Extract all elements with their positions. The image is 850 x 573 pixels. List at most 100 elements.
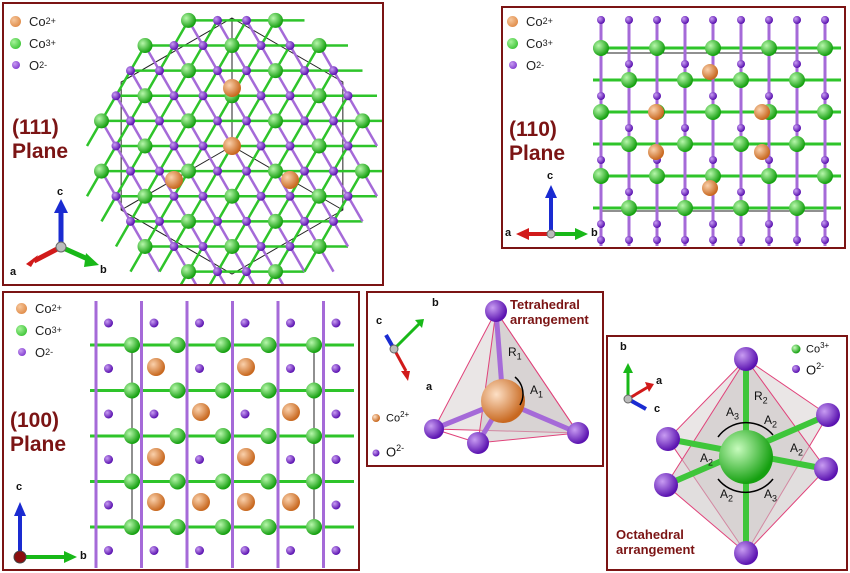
co2-atom (282, 493, 300, 511)
co3-atom (181, 213, 196, 229)
oxygen-atom (681, 188, 689, 196)
plane-label: (100) Plane (10, 409, 67, 456)
co2-atom (237, 358, 255, 376)
oxygen-atom (793, 124, 801, 132)
oxygen-atom (195, 364, 204, 373)
oxygen-atom (126, 216, 135, 226)
oxygen-atom (169, 91, 179, 101)
oxygen-atom (198, 141, 208, 151)
atom-lattice (94, 12, 370, 280)
co3-icon (791, 344, 801, 354)
oxygen-atom (793, 236, 801, 244)
co3-atom (224, 38, 240, 54)
oxygen-atom (169, 41, 179, 51)
oxygen-icon (12, 61, 20, 69)
co3-atom (137, 88, 153, 104)
oxygen-atom (111, 91, 121, 101)
oxygen-atom (709, 236, 717, 244)
angle-label-a3-bottom: A3 (764, 487, 778, 504)
co3-atom (215, 428, 231, 444)
oxygen-atom (242, 116, 251, 126)
co3-atom (137, 238, 153, 254)
co3-atom (649, 168, 665, 184)
co3-atom (215, 337, 231, 353)
oxygen-atom (709, 220, 717, 228)
co2-atom (648, 144, 664, 160)
oxygen-atom (149, 318, 159, 328)
oxygen-atom (240, 546, 250, 555)
co3-atom (268, 113, 283, 129)
co3-atom (306, 473, 322, 490)
oxygen-atom (343, 91, 353, 101)
oxygen-atom (198, 241, 208, 251)
oxygen-atom (286, 455, 295, 464)
atom-lattice (104, 318, 341, 555)
co3-atom (169, 428, 186, 444)
oxygen-atom (331, 364, 341, 373)
oxygen-atom (734, 347, 758, 371)
panel-tetrahedral: Tetrahedral arrangement R1 A1 b c a Co2+… (366, 291, 604, 467)
co3-atom (181, 163, 196, 179)
co3-atom (169, 382, 186, 399)
oxygen-atom (816, 403, 840, 427)
co3-atom (705, 104, 721, 120)
oxygen-atom (656, 427, 680, 451)
oxygen-atom (195, 318, 204, 328)
oxygen-atom (814, 457, 838, 481)
oxygen-icon (372, 449, 380, 457)
oxygen-atom (300, 66, 309, 76)
oxygen-atom (793, 188, 801, 196)
oxygen-atom (737, 60, 745, 68)
oxygen-icon (792, 365, 800, 373)
oxygen-atom (709, 92, 717, 100)
co2-atom (702, 180, 718, 196)
oxygen-atom (329, 166, 338, 176)
oxygen-atom (169, 141, 179, 151)
oxygen-atom (737, 236, 745, 244)
co3-atom (268, 264, 283, 280)
co3-atom (311, 188, 327, 204)
co2-icon (372, 414, 380, 422)
oxygen-atom (765, 92, 773, 100)
legend-co2-label: Co2+ (386, 410, 410, 425)
co3-atom (789, 72, 805, 88)
angle-label-a3-top: A3 (726, 405, 740, 422)
co3-atom (268, 163, 283, 179)
oxygen-atom (653, 16, 661, 24)
co3-atom (306, 428, 322, 444)
co3-atom (260, 473, 277, 490)
oxygen-atom (155, 116, 164, 126)
co3-atom (817, 168, 833, 184)
co3-atom (311, 138, 327, 154)
oxygen-atom (104, 409, 113, 419)
co2-center-atom (481, 379, 525, 423)
bond-label-r2: R2 (754, 389, 768, 406)
oxygen-atom (213, 116, 222, 126)
oxygen-atom (424, 419, 444, 439)
oxygen-atom (285, 141, 295, 151)
oxygen-atom (169, 191, 179, 201)
co3-atom (311, 38, 327, 54)
structure-100 (90, 301, 354, 568)
co3-atom (268, 63, 283, 79)
oxygen-atom (625, 16, 633, 24)
oxygen-atom (104, 364, 113, 373)
oxygen-atom (331, 318, 341, 328)
oxygen-atom (300, 216, 309, 226)
oxygen-atom (198, 191, 208, 201)
co3-atom (733, 136, 749, 152)
co2-atom (237, 448, 255, 466)
axis-triad (13, 502, 77, 564)
oxygen-atom (331, 546, 341, 555)
oxygen-atom (597, 236, 605, 244)
bond-network (85, 19, 382, 284)
oxygen-atom (821, 236, 829, 244)
co3-atom (311, 88, 327, 104)
oxygen-atom (195, 455, 204, 464)
co2-atom (147, 448, 165, 466)
